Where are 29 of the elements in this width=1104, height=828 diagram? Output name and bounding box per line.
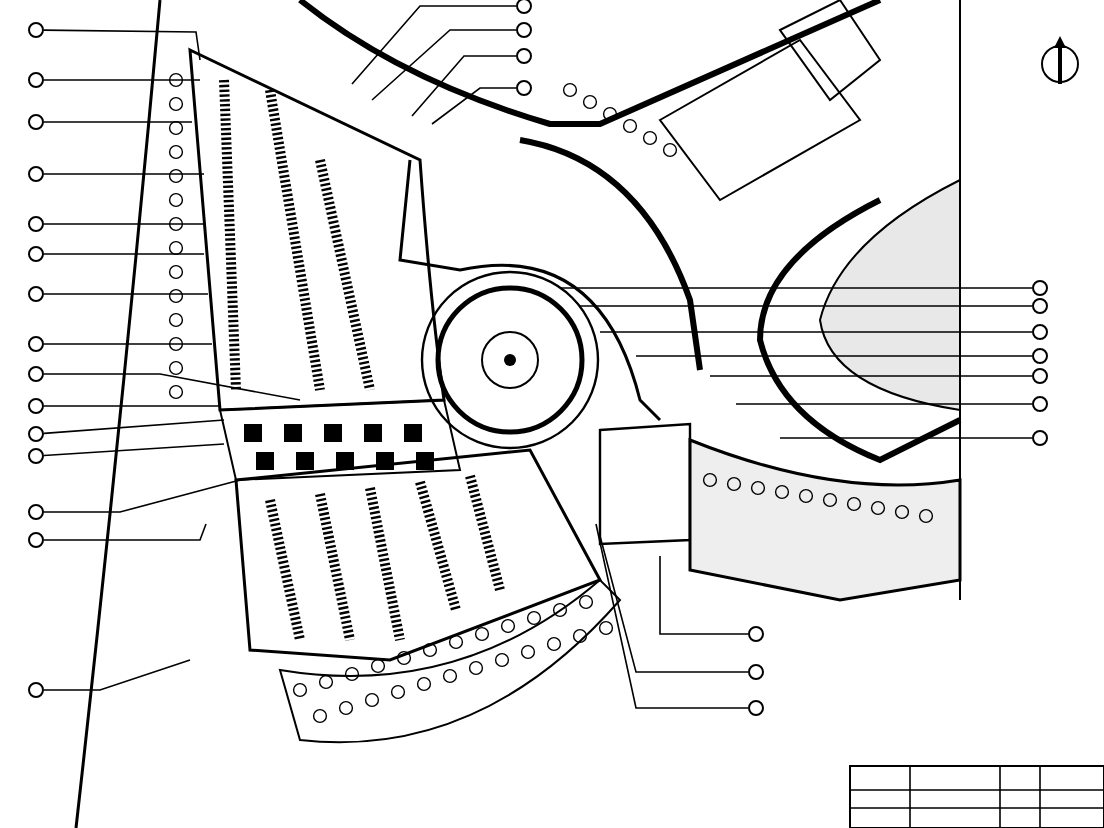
- leader-line: [43, 121, 193, 123]
- leader-line: [779, 437, 1033, 439]
- leader-line: [43, 419, 225, 435]
- leader-line: [735, 403, 1033, 405]
- leader-line: [595, 523, 749, 709]
- leader-line: [371, 29, 517, 101]
- leader-line: [43, 479, 241, 513]
- leader-line: [411, 55, 517, 117]
- leader-line: [709, 375, 1033, 377]
- leader-line: [43, 173, 205, 175]
- leader-line: [431, 87, 517, 125]
- leader-line: [559, 287, 1033, 289]
- leader-line: [43, 293, 209, 295]
- leader-line: [43, 443, 225, 457]
- leader-line: [579, 305, 1033, 307]
- leader-line: [351, 5, 517, 85]
- leader-line: [43, 405, 221, 407]
- leader-line: [635, 355, 1033, 357]
- leader-line: [43, 29, 201, 61]
- leader-line: [599, 535, 749, 673]
- leader-line: [43, 373, 301, 401]
- leader-line: [43, 659, 191, 691]
- leader-line: [599, 331, 1033, 333]
- leader-line: [43, 79, 201, 81]
- leader-line: [43, 253, 205, 255]
- leader-line: [43, 223, 205, 225]
- leader-line: [43, 523, 207, 541]
- leader-line: [659, 555, 749, 635]
- leader-line: [43, 343, 213, 345]
